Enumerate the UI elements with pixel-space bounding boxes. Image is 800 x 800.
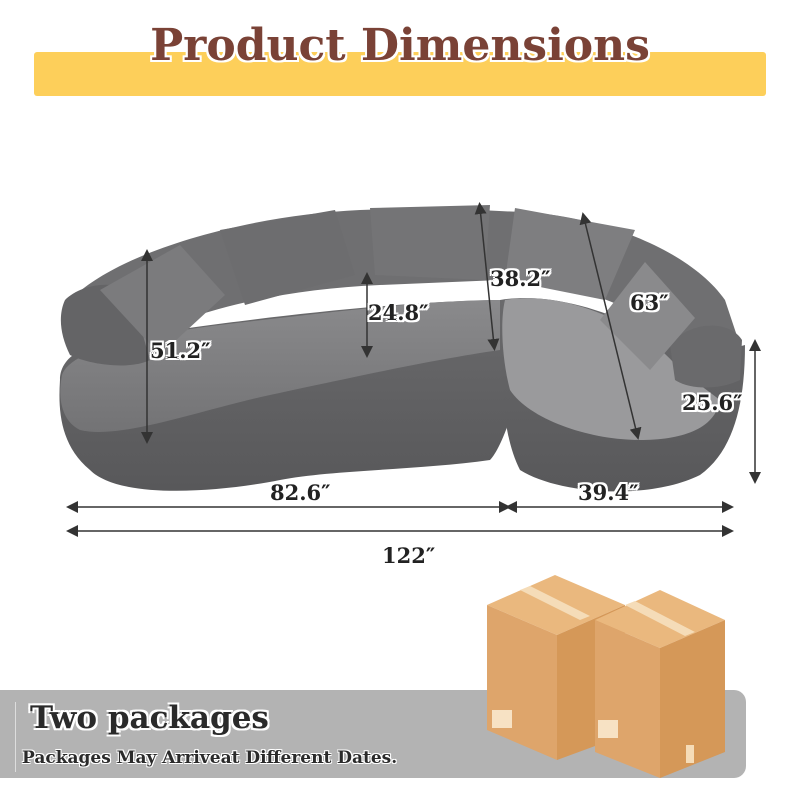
dim-chaise-length-label: 63″ <box>630 290 669 315</box>
dim-seat-height-label: 25.6″ <box>682 390 743 415</box>
box-icon-2 <box>595 590 725 778</box>
title-banner <box>34 52 766 96</box>
dim-main-width-label: 82.6″ <box>270 480 331 505</box>
pillow-3 <box>370 205 490 280</box>
dim-chaise-back-label: 38.2″ <box>490 266 551 291</box>
panel-divider <box>15 702 16 772</box>
dim-back-height-label: 51.2″ <box>150 338 211 363</box>
pillow-1 <box>100 245 225 355</box>
dimension-lines <box>66 202 761 537</box>
dim-total-width-label: 122″ <box>382 543 436 568</box>
page-title: Product Dimensions <box>150 20 650 71</box>
pillow-2 <box>220 210 355 305</box>
dim-line-chaise-back <box>474 202 500 351</box>
box-icon-1 <box>487 575 625 760</box>
dim-line-chaise-length <box>579 212 642 440</box>
packages-title: Two packages <box>30 700 269 736</box>
dim-seat-depth-label: 24.8″ <box>368 300 429 325</box>
dim-chaise-width-label: 39.4″ <box>578 480 639 505</box>
packages-subtitle: Packages May Arriveat Different Dates. <box>22 748 398 768</box>
